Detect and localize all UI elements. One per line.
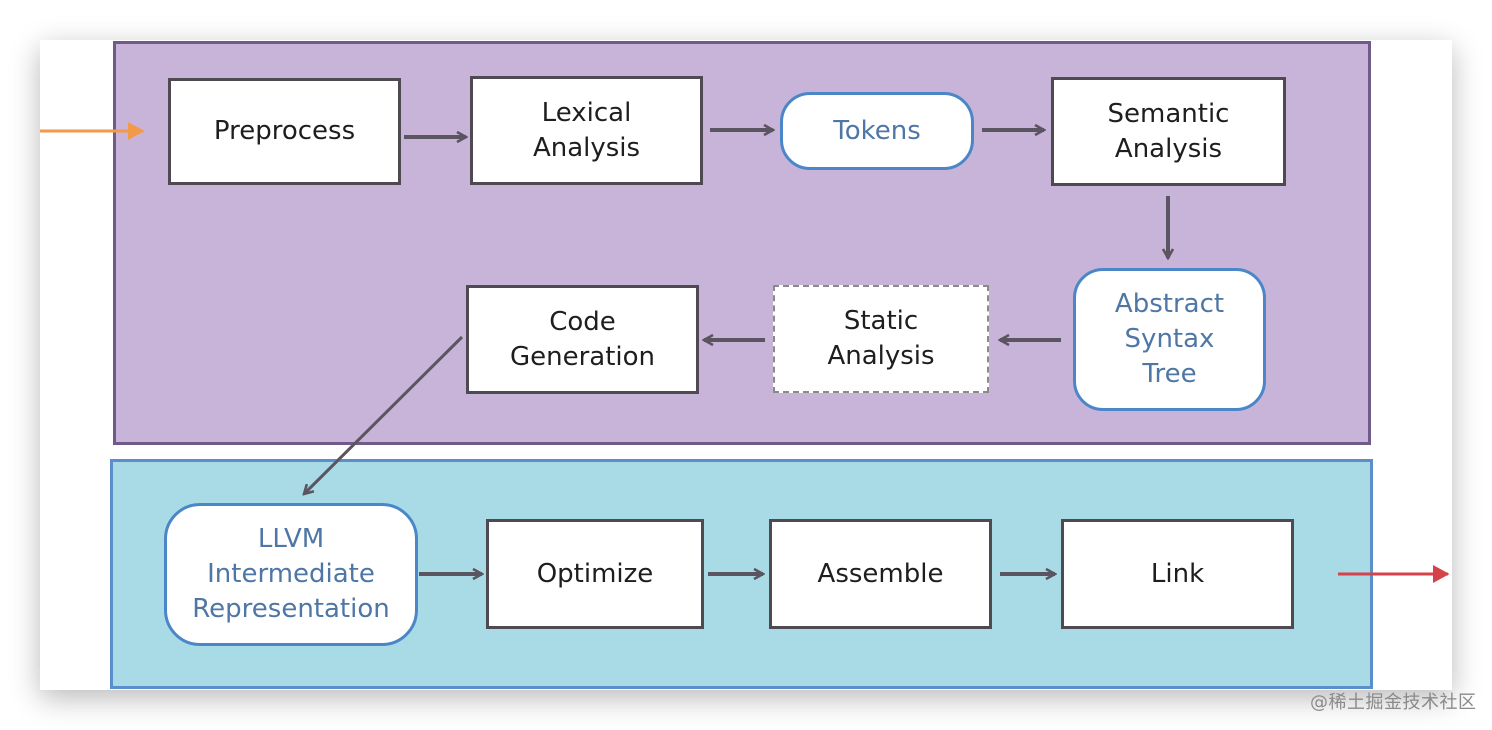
- node-llvm-ir[interactable]: LLVM Intermediate Representation: [164, 503, 418, 646]
- node-llvm-ir-label: LLVM Intermediate Representation: [192, 524, 390, 624]
- node-static-analysis-label: Static Analysis: [827, 306, 935, 371]
- node-preprocess-label: Preprocess: [213, 116, 356, 146]
- node-abstract-syntax-tree[interactable]: Abstract Syntax Tree: [1073, 268, 1266, 411]
- node-code-generation[interactable]: Code Generation: [466, 285, 699, 394]
- watermark: @稀土掘金技术社区: [1310, 692, 1477, 713]
- node-ast-label: Abstract Syntax Tree: [1114, 289, 1225, 389]
- node-lexical-analysis-label: Lexical Analysis: [532, 97, 641, 163]
- node-link-label: Link: [1150, 558, 1205, 589]
- node-optimize-label: Optimize: [536, 558, 654, 589]
- node-link[interactable]: Link: [1061, 519, 1294, 629]
- node-semantic-analysis[interactable]: Semantic Analysis: [1051, 77, 1286, 186]
- node-lexical-analysis[interactable]: Lexical Analysis: [470, 76, 703, 185]
- node-code-generation-label: Code Generation: [509, 306, 656, 372]
- node-optimize[interactable]: Optimize: [486, 519, 704, 629]
- node-tokens-label: Tokens: [833, 115, 921, 146]
- node-static-analysis[interactable]: Static Analysis: [773, 285, 989, 393]
- node-tokens[interactable]: Tokens: [780, 92, 974, 170]
- node-assemble[interactable]: Assemble: [769, 519, 992, 629]
- node-preprocess[interactable]: Preprocess: [168, 78, 401, 185]
- node-semantic-analysis-label: Semantic Analysis: [1107, 98, 1230, 164]
- node-assemble-label: Assemble: [817, 558, 944, 589]
